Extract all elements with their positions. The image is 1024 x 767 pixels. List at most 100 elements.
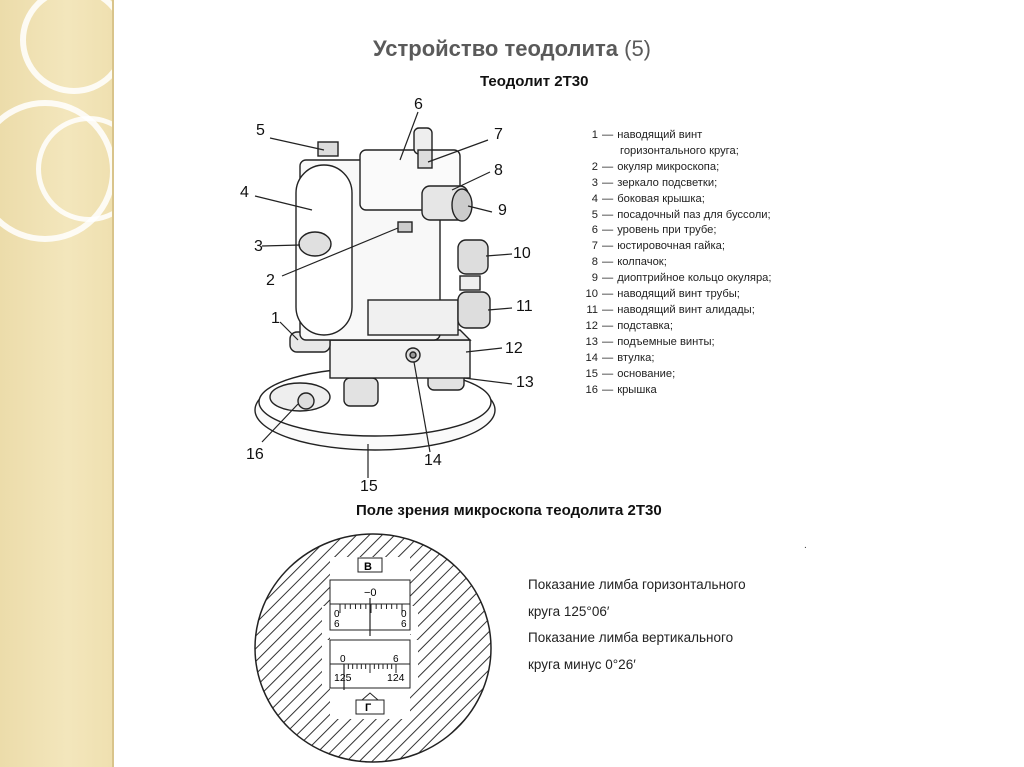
callout-3: 3: [254, 238, 263, 255]
v-scale-tab: [357, 557, 383, 573]
callout-1: 1: [271, 310, 280, 327]
h-scale-left: 0: [340, 654, 346, 665]
callout-13: 13: [516, 374, 534, 391]
legend-item-text: основание;: [617, 367, 676, 380]
legend-item: 8—колпачок;: [582, 255, 772, 271]
adjusting-nut: [417, 149, 433, 169]
legend-item-text: крышка: [617, 383, 657, 396]
legend-item: 12 —подставка;: [582, 319, 772, 335]
legend-item: 9—диоптрийное кольцо окуляра;: [582, 271, 772, 287]
h-scale-left-degrees: 125: [334, 672, 352, 684]
callout-7: 7: [494, 126, 503, 143]
decorative-sidebar: [0, 0, 142, 767]
microscope-field-of-view: В Г −0 0 6 0 6 0 6 125 124: [254, 533, 492, 763]
legend-item-number: 10: [585, 288, 598, 301]
legend-item: 1—наводящий винт: [582, 128, 772, 144]
decorative-ring-top: [20, 0, 128, 94]
microscope-eyepiece: [397, 221, 413, 233]
callout-6: 6: [414, 96, 423, 113]
legend-dash: —: [602, 192, 614, 205]
legend-item: 6—уровень при трубе;: [582, 223, 772, 239]
slide-title-number: (5): [624, 36, 652, 61]
legend-item-number: 8: [591, 256, 598, 269]
legend-item-continuation: горизонтального круга;: [620, 144, 739, 157]
legend-item: 14—втулка;: [582, 351, 772, 367]
callout-16: 16: [246, 446, 264, 463]
h-scale-right-degrees: 124: [387, 672, 405, 684]
legend-dash: —: [602, 319, 614, 332]
legend-item-number: 14: [585, 351, 598, 364]
legend-item-text: наводящий винт трубы;: [617, 288, 740, 301]
diagram-heading: Теодолит 2Т30: [480, 73, 589, 90]
legend-item: 16 —крышка: [582, 383, 772, 399]
legend-item-text: зеркало подсветки;: [617, 176, 718, 189]
v-scale-label: В: [364, 561, 372, 573]
legend-dash: —: [602, 303, 614, 316]
cover-knob: [297, 392, 315, 410]
callout-15: 15: [360, 478, 378, 495]
v-scale-left: 0: [334, 609, 340, 620]
illumination-mirror: [298, 231, 332, 257]
legend-dash: —: [602, 383, 614, 396]
legend-item-number: 2: [591, 160, 598, 173]
callout-11: 11: [516, 298, 533, 315]
legend-item-number: 4: [591, 192, 598, 205]
legend-item-text: юстировочная гайка;: [617, 240, 725, 253]
reading-horizontal-line-1: Показание лимба горизонтального: [528, 577, 746, 592]
callout-2: 2: [266, 272, 275, 289]
reading-vertical-line-1: Показание лимба вертикального: [528, 630, 734, 645]
callout-10: 10: [513, 245, 531, 262]
legend-dash: —: [602, 351, 614, 364]
legend-item-number: 12: [585, 319, 598, 332]
sidebar-divider: [112, 0, 114, 767]
legend-item-number: 15: [585, 367, 598, 380]
legend-item-number: 13: [585, 335, 598, 348]
slide-title-text: Устройство теодолита: [372, 36, 618, 61]
legend-item-number: 11: [586, 303, 598, 316]
decorative-ring-inner: [36, 116, 142, 222]
g-scale-pointer: [360, 692, 380, 701]
legend-dash: —: [602, 129, 614, 141]
levelling-screw-left: [343, 377, 379, 407]
callout-5: 5: [256, 122, 265, 139]
legend-item-text: посадочный паз для буссоли;: [617, 208, 771, 221]
readings-block: Показание лимба горизонтального круга 12…: [528, 572, 746, 678]
legend-item-number: 16: [585, 383, 598, 396]
callout-14: 14: [424, 452, 442, 469]
callout-4: 4: [240, 184, 249, 201]
legend-dash: —: [602, 224, 614, 237]
legend-item: 11 —наводящий винт алидады;: [582, 303, 772, 319]
legend-item-text: наводящий винт алидады;: [617, 303, 755, 316]
legend-dash: —: [602, 288, 614, 301]
legend-item-text: подставка;: [617, 319, 673, 332]
tribrach-stand: [329, 339, 471, 379]
tangent-screw-alidade: [457, 291, 491, 329]
legend-dash: —: [602, 367, 614, 380]
theodolite-drawing: [254, 111, 513, 478]
legend-dash: —: [602, 176, 614, 189]
legend-item-text: наводящий винт: [617, 129, 703, 141]
legend-item-text: колпачок;: [617, 256, 667, 269]
callout-9: 9: [498, 202, 507, 219]
h-scale-right: 6: [393, 654, 399, 665]
legend-item-number: 5: [591, 208, 598, 221]
legend-item-number: 9: [591, 272, 598, 285]
legend-item: 10 —наводящий винт трубы;: [582, 287, 772, 303]
v-scale-right: 0: [401, 609, 407, 620]
legend-dash: —: [602, 240, 614, 253]
legend-item-text: боковая крышка;: [617, 192, 705, 205]
legend-item: 7—юстировочная гайка;: [582, 239, 772, 255]
legend-item-text: диоптрийное кольцо окуляра;: [617, 272, 772, 285]
callout-12: 12: [505, 340, 523, 357]
reading-vertical-line-2: круга минус 0°26′: [528, 656, 636, 672]
tangent-screw-telescope: [457, 239, 489, 275]
legend-item-text: окуляр микроскопа;: [617, 160, 720, 173]
legend-item: 2—окуляр микроскопа;: [582, 160, 772, 176]
legend-item: 15 —основание;: [582, 367, 772, 383]
legend-item-number: 3: [591, 176, 598, 189]
legend-dash: —: [602, 208, 614, 221]
legend-item: 4 —боковая крышка;: [582, 192, 772, 208]
dioptric-ring: [451, 188, 473, 222]
legend-item-text: уровень при трубе;: [617, 224, 717, 237]
